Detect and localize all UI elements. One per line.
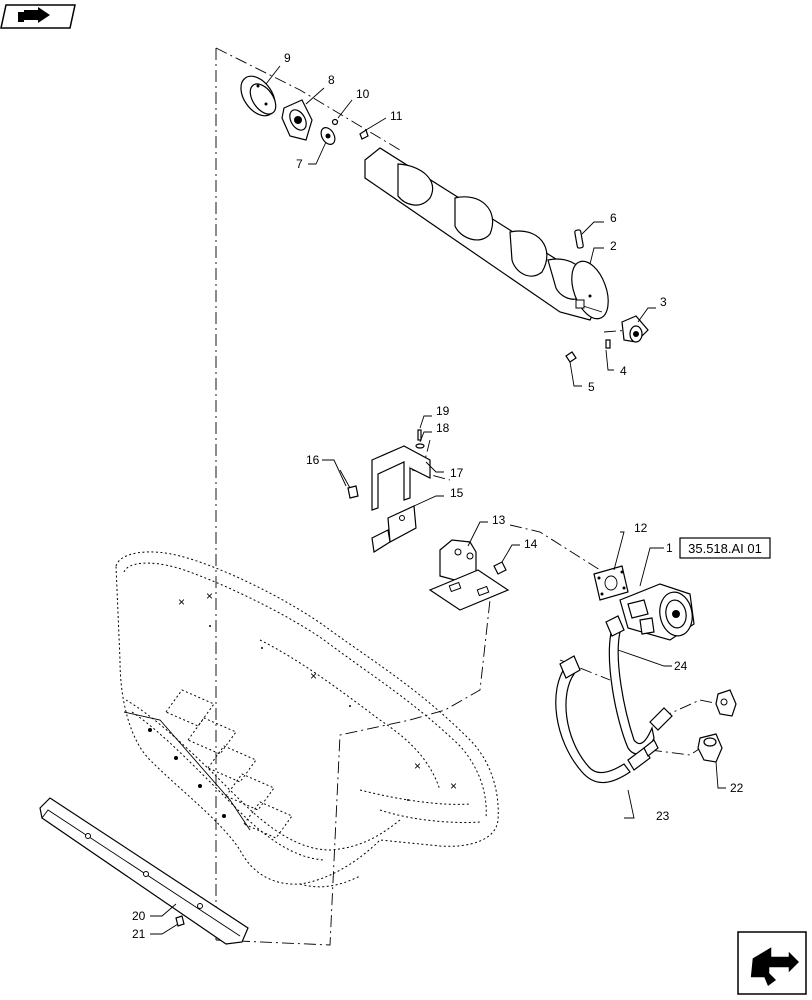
previous-page-arrow-icon[interactable] xyxy=(0,4,76,29)
callout-2: 2 xyxy=(610,239,617,253)
part-12-gasket xyxy=(593,565,629,601)
part-5-nut xyxy=(565,351,577,363)
callout-12: 12 xyxy=(634,521,648,535)
next-page-arrow-icon[interactable] xyxy=(737,931,807,995)
callout-8: 8 xyxy=(328,73,335,87)
reference-box[interactable]: 35.518.AI 01 xyxy=(679,537,771,559)
svg-text:×: × xyxy=(178,595,185,609)
callout-leader-lines xyxy=(150,65,726,935)
callout-7: 7 xyxy=(296,157,303,171)
part-10-washer xyxy=(331,118,339,126)
callout-20: 20 xyxy=(132,909,146,923)
part-13-mounting-bracket xyxy=(428,539,510,611)
part-18-washer xyxy=(415,443,425,449)
callout-21: 21 xyxy=(132,927,146,941)
assembly-centerlines xyxy=(215,47,726,946)
callout-15: 15 xyxy=(450,486,464,500)
part-16-nut xyxy=(339,469,359,499)
part-4-pin xyxy=(605,339,611,349)
svg-text:×: × xyxy=(450,779,457,793)
callout-23: 23 xyxy=(656,809,670,823)
callout-17: 17 xyxy=(450,466,464,480)
reference-platform-body: × × × × × xyxy=(115,551,499,888)
part-21-screw xyxy=(175,915,185,927)
callout-6: 6 xyxy=(610,211,617,225)
part-19-bolt xyxy=(417,429,422,441)
part-9-cover-plate xyxy=(240,75,277,117)
callout-19: 19 xyxy=(436,404,450,418)
svg-text:×: × xyxy=(310,669,317,683)
part-20-strip xyxy=(39,797,249,945)
callout-4: 4 xyxy=(620,364,627,378)
part-24-hose xyxy=(605,615,673,755)
callout-labels: 9 8 10 11 7 6 2 3 4 5 19 18 16 17 15 13 … xyxy=(132,51,744,941)
callout-10: 10 xyxy=(356,87,370,101)
callout-22: 22 xyxy=(730,781,744,795)
reference-box-text: 35.518.AI 01 xyxy=(688,541,762,556)
part-3-coupler xyxy=(621,315,649,343)
callout-11: 11 xyxy=(390,109,403,123)
svg-text:×: × xyxy=(206,589,213,603)
part-1-hydraulic-motor xyxy=(619,583,695,641)
callout-18: 18 xyxy=(436,421,450,435)
callout-13: 13 xyxy=(492,513,506,527)
part-14-nut xyxy=(493,561,507,575)
callout-3: 3 xyxy=(660,295,667,309)
part-11-bolt xyxy=(359,129,369,140)
part-15-angle-bracket xyxy=(371,505,417,553)
part-7-bushing xyxy=(320,127,336,145)
svg-text:×: × xyxy=(414,759,421,773)
callout-14: 14 xyxy=(524,537,538,551)
part-23-hose xyxy=(555,655,659,784)
part-22-fittings xyxy=(697,689,737,763)
part-2-auger xyxy=(364,147,609,321)
part-6-pin xyxy=(574,229,584,249)
callout-16: 16 xyxy=(306,453,320,467)
part-17-cover-bracket xyxy=(371,445,431,511)
callout-24: 24 xyxy=(674,659,688,673)
callout-9: 9 xyxy=(284,51,291,65)
callout-5: 5 xyxy=(588,380,595,394)
part-8-flange-bearing xyxy=(281,99,313,141)
callout-1: 1 xyxy=(666,541,673,555)
